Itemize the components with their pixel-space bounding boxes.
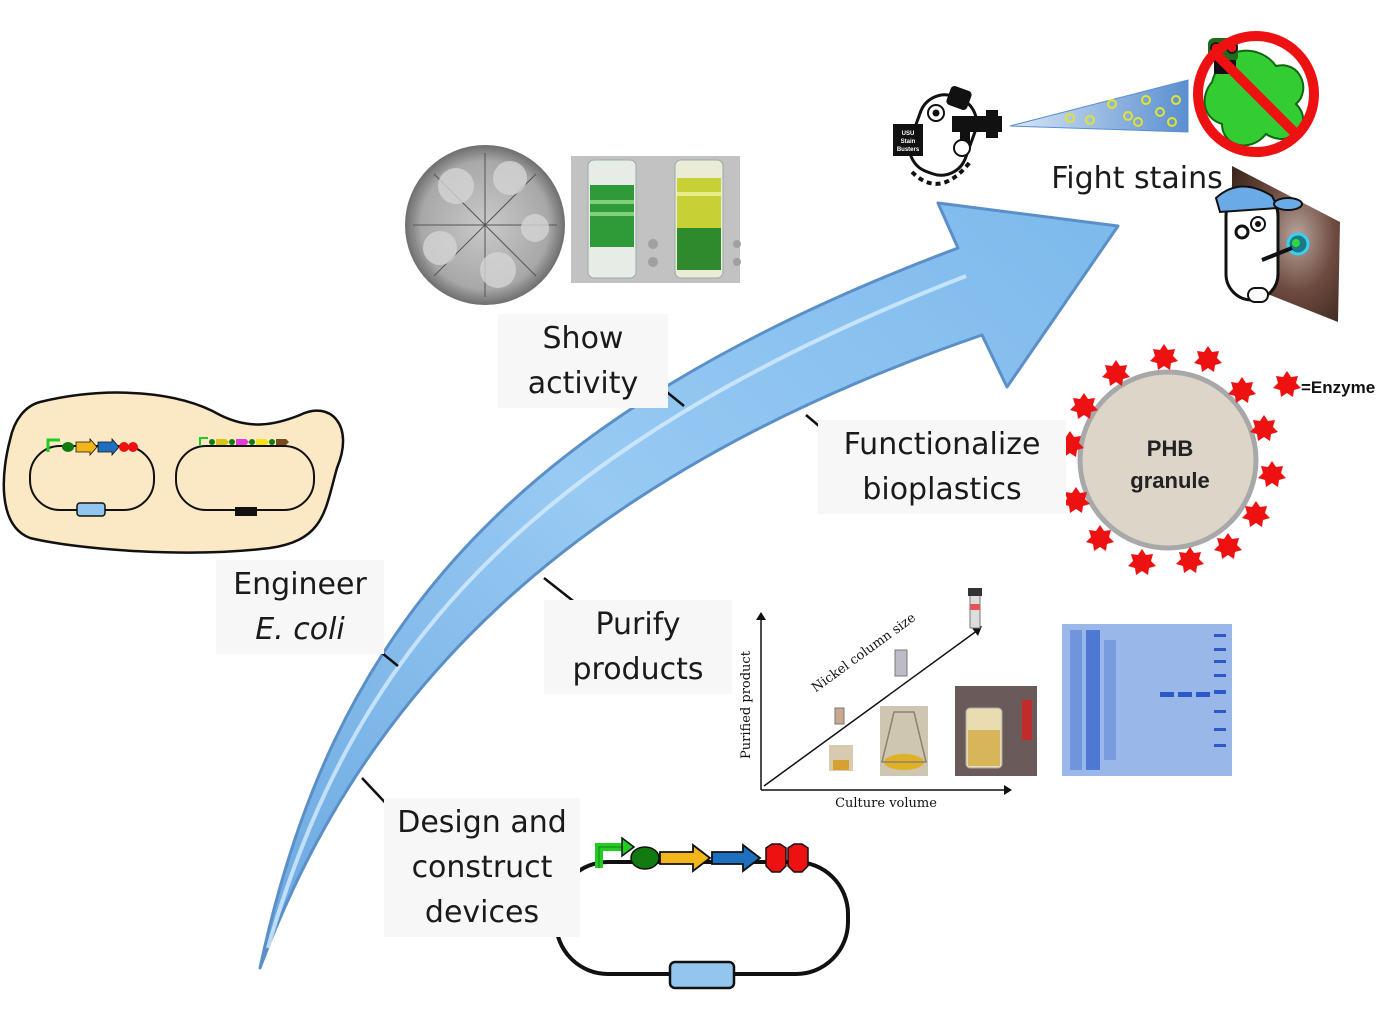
step-show-line-2: activity [527,366,639,401]
no-stain-icon [1193,31,1319,157]
step-show-line-1: Show [542,321,624,356]
step-design-line-3: devices [424,895,540,930]
step-fight: Fight stains [1036,154,1238,203]
chart-x-label: Culture volume [835,796,937,811]
mascot-badge-line-1: USU [902,131,915,137]
step-engineer: Engineer E. coli [216,560,384,654]
step-design-line-2: construct [411,850,553,885]
petri-dish-icon [405,145,565,305]
mascot-scrubbing-icon [1214,166,1340,322]
mascot-badge-line-2: Stain [901,139,916,145]
enzyme-legend: =Enzyme [1301,378,1375,397]
step-purify-line-2: products [572,652,704,687]
plasmid-icon [554,836,850,990]
mascot-badge-line-3: Busters [897,147,920,153]
step-purify-line-1: Purify [595,607,681,642]
step-design: Design and construct devices [384,798,580,937]
step-fight-line: Fight stains [1051,161,1223,196]
step-show: Show activity [498,314,668,408]
big-arrow-icon [258,201,1120,970]
test-tubes-icon [571,156,741,283]
phb-label-line-2: granule [1130,468,1209,493]
step-engineer-line-2: E. coli [255,612,345,647]
enzyme-star-icon [1273,371,1301,397]
step-functionalize: Functionalize bioplastics [818,420,1066,514]
phb-granule-icon: PHB granule =Enzyme [1056,344,1375,575]
cell-icon [2,391,345,554]
mascot-sprayer-icon: USU Stain Busters [893,79,1189,186]
step-engineer-line-1: Engineer [233,567,367,602]
phb-label-line-1: PHB [1147,436,1193,461]
chart-y-label: Purified product [739,650,754,759]
step-functionalize-line-1: Functionalize [843,427,1041,462]
scaleup-chart-icon: Culture volume Purified product Nickel c… [739,588,1037,811]
step-purify: Purify products [544,600,732,694]
sds-gel-icon [1062,624,1232,776]
step-functionalize-line-2: bioplastics [862,472,1022,507]
step-design-line-1: Design and [397,805,567,840]
